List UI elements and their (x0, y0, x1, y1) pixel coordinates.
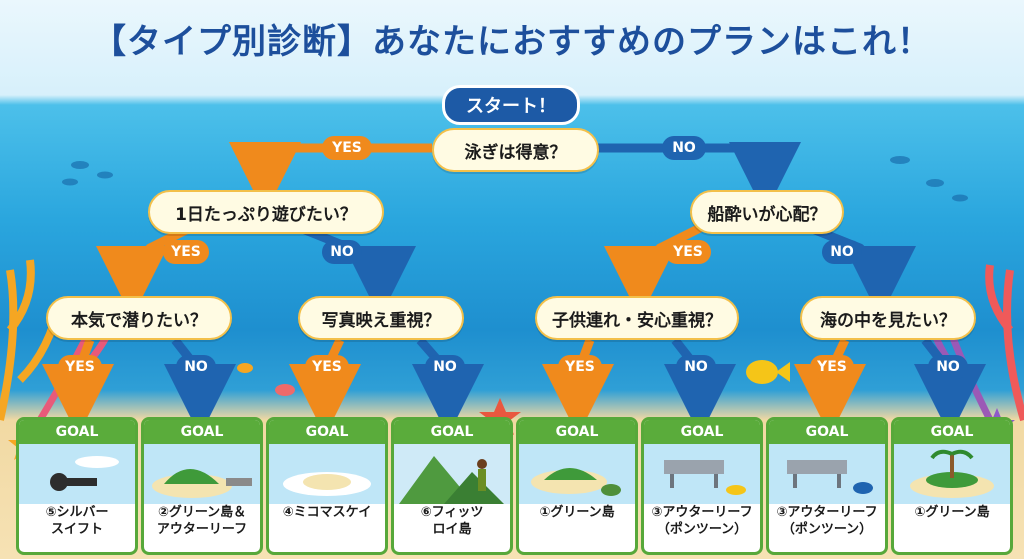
mountain-hiker-icon (394, 444, 510, 504)
goal-card: GOAL ③アウターリーフ （ポンツーン） (641, 417, 763, 555)
goal-card: GOAL ②グリーン島＆ アウターリーフ (141, 417, 263, 555)
question-full-day: 1日たっぷり遊びたい？ (148, 190, 384, 234)
question-swim: 泳ぎは得意？ (432, 128, 599, 172)
goal-label: ⑥フィッツ (420, 505, 484, 520)
goal-header: GOAL (144, 420, 260, 444)
no-tag: NO (676, 355, 716, 379)
goal-card: GOAL ①グリーン島 (891, 417, 1013, 555)
palm-island-icon (894, 444, 1010, 504)
yes-tag: YES (322, 136, 372, 160)
tropical-fish-icon (746, 360, 790, 384)
yes-tag: YES (810, 355, 854, 379)
no-tag: NO (928, 355, 968, 379)
page-title: 【タイプ別診断】あなたにおすすめのプランはこれ！ (92, 22, 932, 62)
goal-label: ②グリーン島＆ (157, 505, 247, 520)
sandbar-icon (269, 444, 385, 504)
question-family: 子供連れ・安心重視？ (535, 296, 739, 340)
no-tag: NO (662, 136, 706, 160)
question-photo: 写真映え重視？ (298, 296, 464, 340)
no-tag: NO (822, 240, 862, 264)
goal-header: GOAL (894, 420, 1010, 444)
goal-header: GOAL (769, 420, 885, 444)
goal-label: （ポンツーン） (781, 522, 873, 537)
island-turtle-icon (519, 444, 635, 504)
goal-card: GOAL ⑥フィッツ ロイ島 (391, 417, 513, 555)
question-underwater: 海の中を見たい？ (800, 296, 976, 340)
goal-label: ③アウターリーフ (651, 505, 753, 520)
goal-label: ①グリーン島 (539, 505, 615, 520)
goal-label: ①グリーン島 (914, 505, 990, 520)
goal-header: GOAL (394, 420, 510, 444)
goal-label: スイフト (50, 522, 103, 537)
yes-tag: YES (665, 240, 711, 264)
yes-tag: YES (558, 355, 602, 379)
question-dive: 本気で潜りたい？ (46, 296, 232, 340)
pontoon-icon (644, 444, 760, 504)
yes-tag: YES (58, 355, 102, 379)
goal-label: ⑤シルバー (45, 505, 109, 520)
goal-header: GOAL (19, 420, 135, 444)
goal-card: GOAL ⑤シルバー スイフト (16, 417, 138, 555)
goal-header: GOAL (644, 420, 760, 444)
start-badge: スタート！ (442, 85, 580, 125)
goal-label: ロイ島 (432, 522, 472, 537)
goal-label: ③アウターリーフ (776, 505, 878, 520)
no-tag: NO (425, 355, 465, 379)
no-tag: NO (322, 240, 362, 264)
island-icon (144, 444, 260, 504)
goal-header: GOAL (519, 420, 635, 444)
no-tag: NO (176, 355, 216, 379)
goal-label: ④ミコマスケイ (282, 505, 372, 520)
goal-label: （ポンツーン） (656, 522, 748, 537)
goal-label: アウターリーフ (156, 522, 248, 537)
question-seasick: 船酔いが心配？ (690, 190, 844, 234)
yes-tag: YES (163, 240, 209, 264)
goal-card: GOAL ④ミコマスケイ (266, 417, 388, 555)
yes-tag: YES (305, 355, 349, 379)
goal-card: GOAL ③アウターリーフ （ポンツーン） (766, 417, 888, 555)
goal-header: GOAL (269, 420, 385, 444)
pontoon-icon (769, 444, 885, 504)
diver-icon (19, 444, 135, 504)
goal-card: GOAL ①グリーン島 (516, 417, 638, 555)
